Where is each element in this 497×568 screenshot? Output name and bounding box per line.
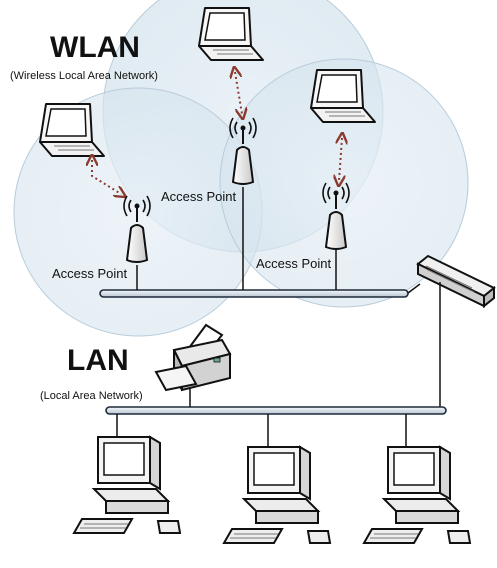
desktop-computer-icon	[223, 446, 331, 544]
access-point-label: Access Point	[161, 189, 237, 204]
access-point-label: Access Point	[52, 266, 128, 281]
lan-subtitle: (Local Area Network)	[40, 390, 143, 402]
network-switch	[407, 254, 496, 409]
access-point-label: Access Point	[256, 256, 332, 271]
lan-bus	[105, 384, 447, 447]
desktop-computer-icon	[363, 446, 471, 544]
wlan-backbone	[99, 187, 409, 298]
wlan-subtitle: (Wireless Local Area Network)	[10, 70, 158, 82]
printer-icon	[154, 323, 232, 392]
wireless-links	[92, 72, 342, 194]
lan-title: LAN	[67, 344, 129, 377]
desktop-computer-icon	[73, 436, 181, 534]
wlan-title: WLAN	[50, 31, 140, 64]
